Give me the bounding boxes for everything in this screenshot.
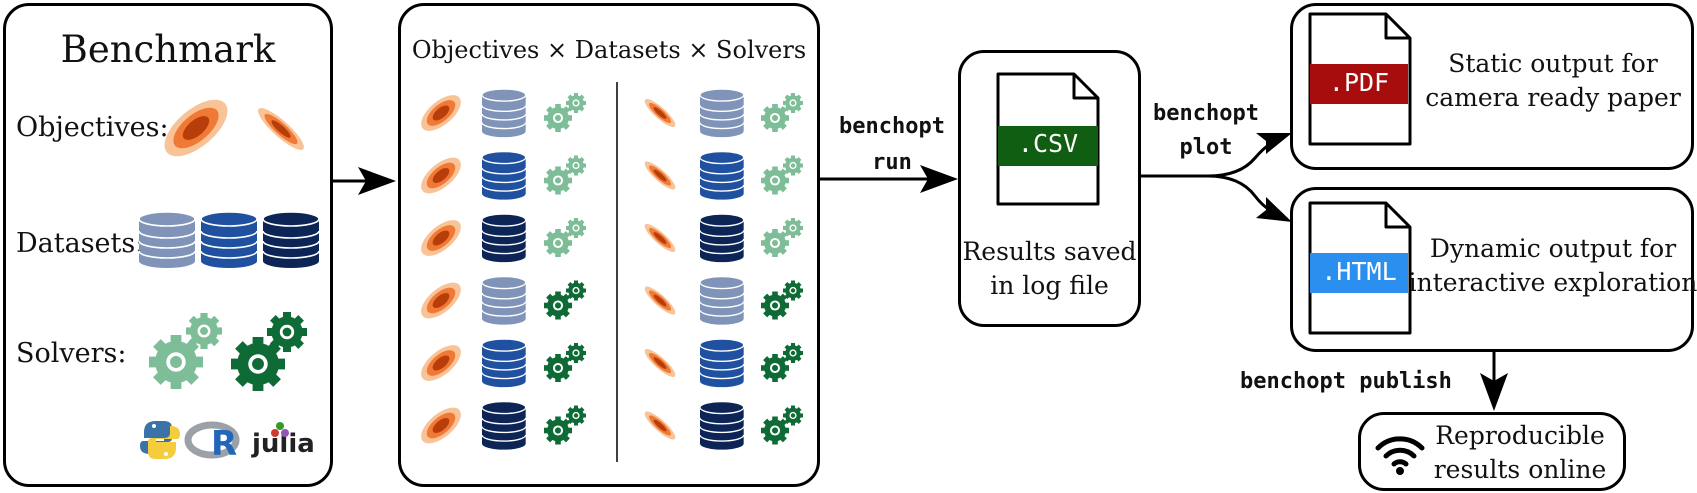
objective-icon-narrow — [641, 157, 679, 194]
objective-icon-wide — [415, 151, 467, 200]
gear-icon — [761, 104, 789, 132]
objective-icon-wide — [415, 338, 467, 388]
gear-icon — [544, 166, 572, 195]
python-logo-icon — [140, 421, 180, 459]
database-icon — [699, 88, 745, 138]
gear-icon — [566, 155, 586, 176]
gear-icon — [761, 416, 789, 445]
objective-icon-narrow — [641, 220, 679, 256]
pdf-output-line1: Static output for — [1448, 49, 1658, 78]
database-icon-light — [138, 211, 196, 269]
html-document-icon — [1308, 201, 1412, 335]
gear-icon — [544, 416, 572, 445]
online-box — [1358, 412, 1626, 491]
grid-title: Objectives × Datasets × Solvers — [411, 36, 807, 64]
gear-icon — [544, 291, 572, 320]
gear-icon — [761, 166, 789, 195]
gear-icon — [761, 229, 789, 257]
arrow-benchmark-to-grid — [333, 167, 396, 195]
gear-icon — [566, 280, 586, 301]
results-line2: in log file — [990, 271, 1109, 300]
database-icon — [699, 213, 745, 263]
database-icon — [699, 150, 745, 201]
run-command-line1: benchopt — [839, 114, 945, 139]
database-icon — [481, 88, 527, 138]
combination-rows — [415, 88, 803, 451]
gear-icon — [783, 405, 803, 426]
wifi-icon — [1375, 436, 1425, 475]
csv-document-icon — [996, 72, 1100, 206]
arrow-publish — [1480, 352, 1508, 411]
database-icon — [481, 400, 527, 451]
gear-icon — [544, 354, 572, 382]
objectives-label: Objectives: — [16, 112, 169, 143]
objective-icon-wide — [415, 88, 467, 138]
combinations-box — [398, 3, 820, 487]
gear-icon — [544, 229, 572, 257]
database-icon — [481, 338, 527, 388]
gear-icon-dark-small — [267, 312, 307, 352]
datasets-label: Datasets: — [16, 228, 145, 259]
online-line1: Reproducible — [1435, 421, 1605, 450]
objective-icon-narrow — [641, 345, 679, 381]
objective-icon-wide — [415, 276, 467, 325]
results-line1: Results saved — [962, 237, 1137, 266]
pdf-document-icon — [1308, 12, 1412, 146]
objective-icon-wide — [415, 213, 467, 263]
database-icon — [481, 275, 527, 326]
gear-icon — [544, 104, 572, 132]
objective-icon-wide — [154, 89, 238, 167]
publish-command: benchopt publish — [1240, 369, 1452, 394]
julia-logo-icon: julia — [251, 422, 315, 459]
database-icon-mid — [200, 211, 258, 269]
database-icon — [481, 213, 527, 263]
gear-icon — [783, 155, 803, 176]
html-output-line1: Dynamic output for — [1429, 234, 1677, 263]
objective-icon-narrow — [253, 102, 309, 156]
html-output-line2: interactive exploration — [1408, 268, 1697, 297]
gear-icon — [783, 280, 803, 301]
database-icon — [699, 275, 745, 326]
objective-icon-narrow — [641, 407, 679, 444]
gear-icon — [783, 343, 803, 363]
plot-command-line1: benchopt — [1153, 101, 1259, 126]
gear-icon — [783, 93, 803, 113]
csv-file-label: .CSV — [1018, 129, 1078, 158]
database-icon — [699, 338, 745, 388]
online-line2: results online — [1433, 455, 1607, 484]
plot-command-line2: plot — [1179, 135, 1233, 160]
database-icon — [699, 400, 745, 451]
html-file-label: .HTML — [1321, 257, 1396, 286]
run-command-line2: run — [872, 150, 912, 175]
arrow-plot — [1141, 133, 1292, 222]
r-logo-icon: R — [184, 421, 240, 464]
gear-icon — [761, 291, 789, 320]
objective-icon-narrow — [641, 282, 679, 319]
gear-icon — [566, 343, 586, 363]
svg-text:R: R — [211, 424, 237, 464]
objective-icon-narrow — [641, 95, 679, 131]
gear-icon — [566, 405, 586, 426]
benchmark-title: Benchmark — [60, 28, 276, 71]
pdf-output-line2: camera ready paper — [1425, 83, 1681, 112]
gear-icon — [566, 218, 586, 238]
database-icon-dark — [262, 211, 320, 269]
database-icon — [481, 150, 527, 201]
gear-icon — [761, 354, 789, 382]
gear-icon — [783, 218, 803, 238]
pdf-file-label: .PDF — [1329, 68, 1389, 97]
arrow-run — [820, 165, 958, 193]
gear-icon — [566, 93, 586, 113]
solvers-label: Solvers: — [16, 338, 127, 369]
gear-icon-light-small — [186, 313, 222, 349]
objective-icon-wide — [415, 401, 467, 450]
